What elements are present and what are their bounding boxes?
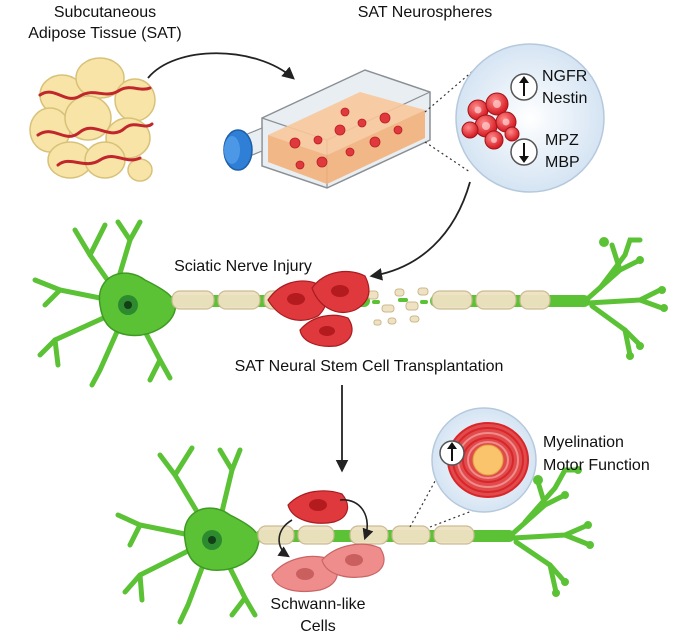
myelin-sheaths-right	[431, 290, 551, 310]
neurosphere-nuclei	[474, 100, 510, 143]
down-arrow-icon	[510, 138, 538, 166]
up-arrow-icon	[510, 73, 538, 101]
sat-label-line1: Subcutaneous	[54, 4, 156, 21]
neurosphere-callout: NGFR Nestin MPZ MBP	[455, 43, 605, 193]
arrow-callout-to-injury	[369, 181, 471, 281]
culture-flask	[223, 69, 431, 189]
schwann-label-line2: Cells	[300, 618, 336, 635]
transplant-label: SAT Neural Stem Cell Transplantation	[235, 358, 504, 375]
neuron-injured	[32, 219, 668, 388]
outcome-motor-function: Motor Function	[543, 457, 650, 474]
axon-cross-section	[472, 444, 504, 476]
neurosphere-dots	[289, 107, 403, 170]
myelin-sheaths-left	[171, 290, 285, 310]
sat-label-line2: Adipose Tissue (SAT)	[28, 25, 182, 42]
neurospheres-label: SAT Neurospheres	[358, 4, 493, 21]
axon-terminal-bottom	[507, 467, 593, 595]
axon-terminal-right	[582, 237, 665, 358]
transplanted-cells-injury	[267, 270, 370, 347]
degenerated-fragments	[367, 287, 429, 326]
marker-mbp: MBP	[545, 154, 580, 171]
zoom-lines-flask	[424, 57, 489, 173]
adipose-tissue-cluster	[29, 57, 156, 182]
outcome-myelination: Myelination	[543, 434, 624, 451]
myelination-callout	[431, 407, 537, 513]
axon-debris	[372, 298, 428, 304]
marker-mpz: MPZ	[545, 132, 579, 149]
arrow-differentiation-right	[339, 499, 374, 541]
injury-label: Sciatic Nerve Injury	[174, 258, 312, 275]
marker-ngfr: NGFR	[542, 68, 587, 85]
stem-cell-differentiation	[271, 490, 385, 593]
terminal-boutons-bottom	[533, 466, 594, 597]
dendrites-left-bottom	[115, 445, 258, 625]
neuron-repaired	[115, 445, 594, 625]
terminal-boutons	[599, 237, 668, 360]
marker-nestin: Nestin	[542, 90, 587, 107]
schwann-label-line1: Schwann-like	[270, 596, 365, 613]
up-arrow-icon	[439, 440, 465, 466]
blood-vessel	[36, 86, 154, 167]
arrow-differentiation-left	[277, 519, 293, 558]
arrow-sat-to-flask	[147, 52, 295, 80]
